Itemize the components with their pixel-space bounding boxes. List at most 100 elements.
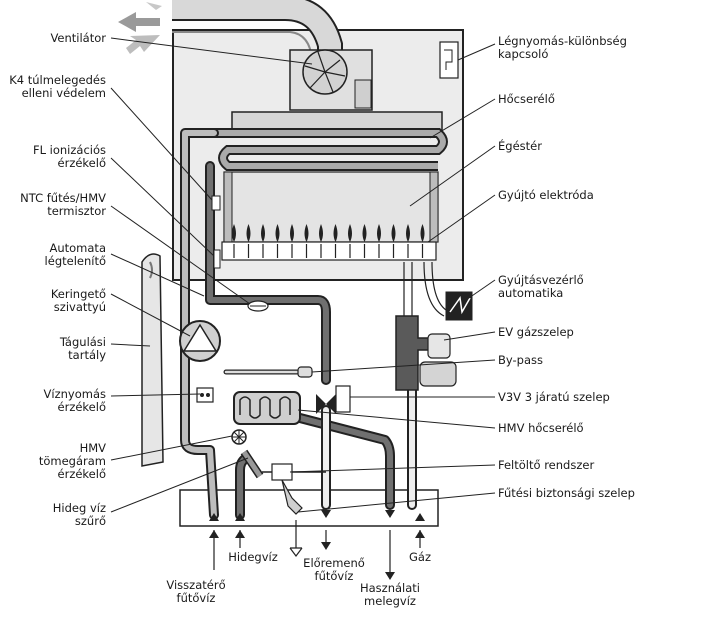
label-line: Feltöltő rendszer xyxy=(498,458,594,472)
label-line: Gyújtásvezérlő xyxy=(498,273,584,287)
label-line: termisztor xyxy=(47,204,106,218)
label-line: Hidegvíz xyxy=(228,550,278,564)
label-bypass: By-pass xyxy=(498,353,543,367)
label-line: HMV xyxy=(80,441,107,455)
label-line: Égéstér xyxy=(498,138,542,153)
label-line: K4 túlmelegedés xyxy=(9,73,106,87)
label-line: fűtővíz xyxy=(315,569,354,583)
label-v3v: V3V 3 járatú szelep xyxy=(498,390,610,404)
label-ventilator: Ventilátor xyxy=(50,31,106,45)
label-line: Hőcserélő xyxy=(498,92,555,106)
label-line: Gyújtó elektróda xyxy=(498,188,594,202)
label-line: Gáz xyxy=(409,550,431,564)
label-line: tömegáram xyxy=(39,454,106,468)
label-line: HMV hőcserélő xyxy=(498,421,584,435)
connection-arrows xyxy=(209,510,425,580)
label-line: elleni védelem xyxy=(22,86,106,100)
burner-flames xyxy=(232,224,425,242)
label-line: Tágulási xyxy=(59,335,106,349)
up-arrow-icon xyxy=(209,530,219,538)
flame-icon xyxy=(304,224,309,242)
label-line: érzékelő xyxy=(58,467,106,481)
flame-icon xyxy=(391,224,396,242)
leader-lines xyxy=(110,37,496,513)
label-line: EV gázszelep xyxy=(498,325,574,339)
flame-icon xyxy=(333,224,338,242)
label-egester: Égéstér xyxy=(498,138,542,153)
heat-exchanger xyxy=(214,128,448,171)
label-line: melegvíz xyxy=(364,594,416,608)
gas-valve-icon xyxy=(395,315,457,391)
flame-icon xyxy=(406,224,410,242)
label-line: automatika xyxy=(498,286,563,300)
label-hocserelo: Hőcserélő xyxy=(498,92,555,106)
heating-circuit xyxy=(180,128,417,520)
up-arrow-icon xyxy=(235,530,245,538)
label-line: FL ionizációs xyxy=(33,143,106,157)
dhw-flow-sensor-icon xyxy=(231,429,247,445)
label-line: érzékelő xyxy=(58,156,106,170)
up-arrow-icon xyxy=(209,513,219,521)
label-line: Előremenő xyxy=(303,556,365,570)
up-arrow-icon xyxy=(235,513,245,521)
burner-ribs xyxy=(233,244,424,258)
cold-water-filter-icon xyxy=(240,449,264,479)
flame-icon xyxy=(377,224,381,242)
label-line: Ventilátor xyxy=(50,31,106,45)
fl-sensor-icon xyxy=(213,249,221,269)
label-line: NTC fűtés/HMV xyxy=(20,191,106,205)
flame-icon xyxy=(348,224,352,242)
fan-icon xyxy=(289,49,373,111)
k4-sensor-icon xyxy=(211,195,221,211)
flame-icon xyxy=(261,224,265,242)
flame-icon xyxy=(319,224,323,242)
down-arrow-icon xyxy=(385,572,395,580)
dhw-heat-exchanger-icon xyxy=(233,391,301,425)
air-pressure-switch-icon xyxy=(439,41,459,79)
burner xyxy=(221,241,437,261)
label-line: Hideg víz xyxy=(53,501,106,515)
label-line: Visszatérő xyxy=(166,578,225,592)
label-line: Használati xyxy=(360,581,420,595)
label-hmv_hocserelo: HMV hőcserélő xyxy=(498,421,584,435)
expansion-vessel-icon xyxy=(141,253,164,467)
up-arrow-icon xyxy=(415,513,425,521)
label-line: fűtővíz xyxy=(177,591,216,605)
label-line: Fűtési biztonsági szelep xyxy=(498,486,635,500)
label-gyujto: Gyújtó elektróda xyxy=(498,188,594,202)
down-arrow-icon xyxy=(321,542,331,550)
label-ev: EV gázszelep xyxy=(498,325,574,339)
label-gaz: Gáz xyxy=(409,550,431,564)
label-hidegviz: Hidegvíz xyxy=(228,550,278,564)
flame-icon xyxy=(246,224,251,242)
label-line: Automata xyxy=(49,241,106,255)
label-line: tartály xyxy=(68,348,106,362)
three-way-valve-icon xyxy=(316,385,351,414)
label-line: Keringető xyxy=(51,287,106,301)
label-line: Víznyomás xyxy=(44,387,106,401)
label-feltolto: Feltöltő rendszer xyxy=(498,458,594,472)
bypass-icon xyxy=(297,366,313,378)
label-biztonsagi: Fűtési biztonsági szelep xyxy=(498,486,635,500)
combustion-chamber xyxy=(223,171,439,243)
label-line: kapcsoló xyxy=(498,47,548,61)
label-line: szűrő xyxy=(75,514,106,528)
flame-icon xyxy=(232,224,236,242)
ignition-lines xyxy=(403,261,447,317)
up-arrow-icon xyxy=(415,530,425,538)
flame-icon xyxy=(420,224,425,242)
label-line: légtelenítő xyxy=(45,254,106,268)
